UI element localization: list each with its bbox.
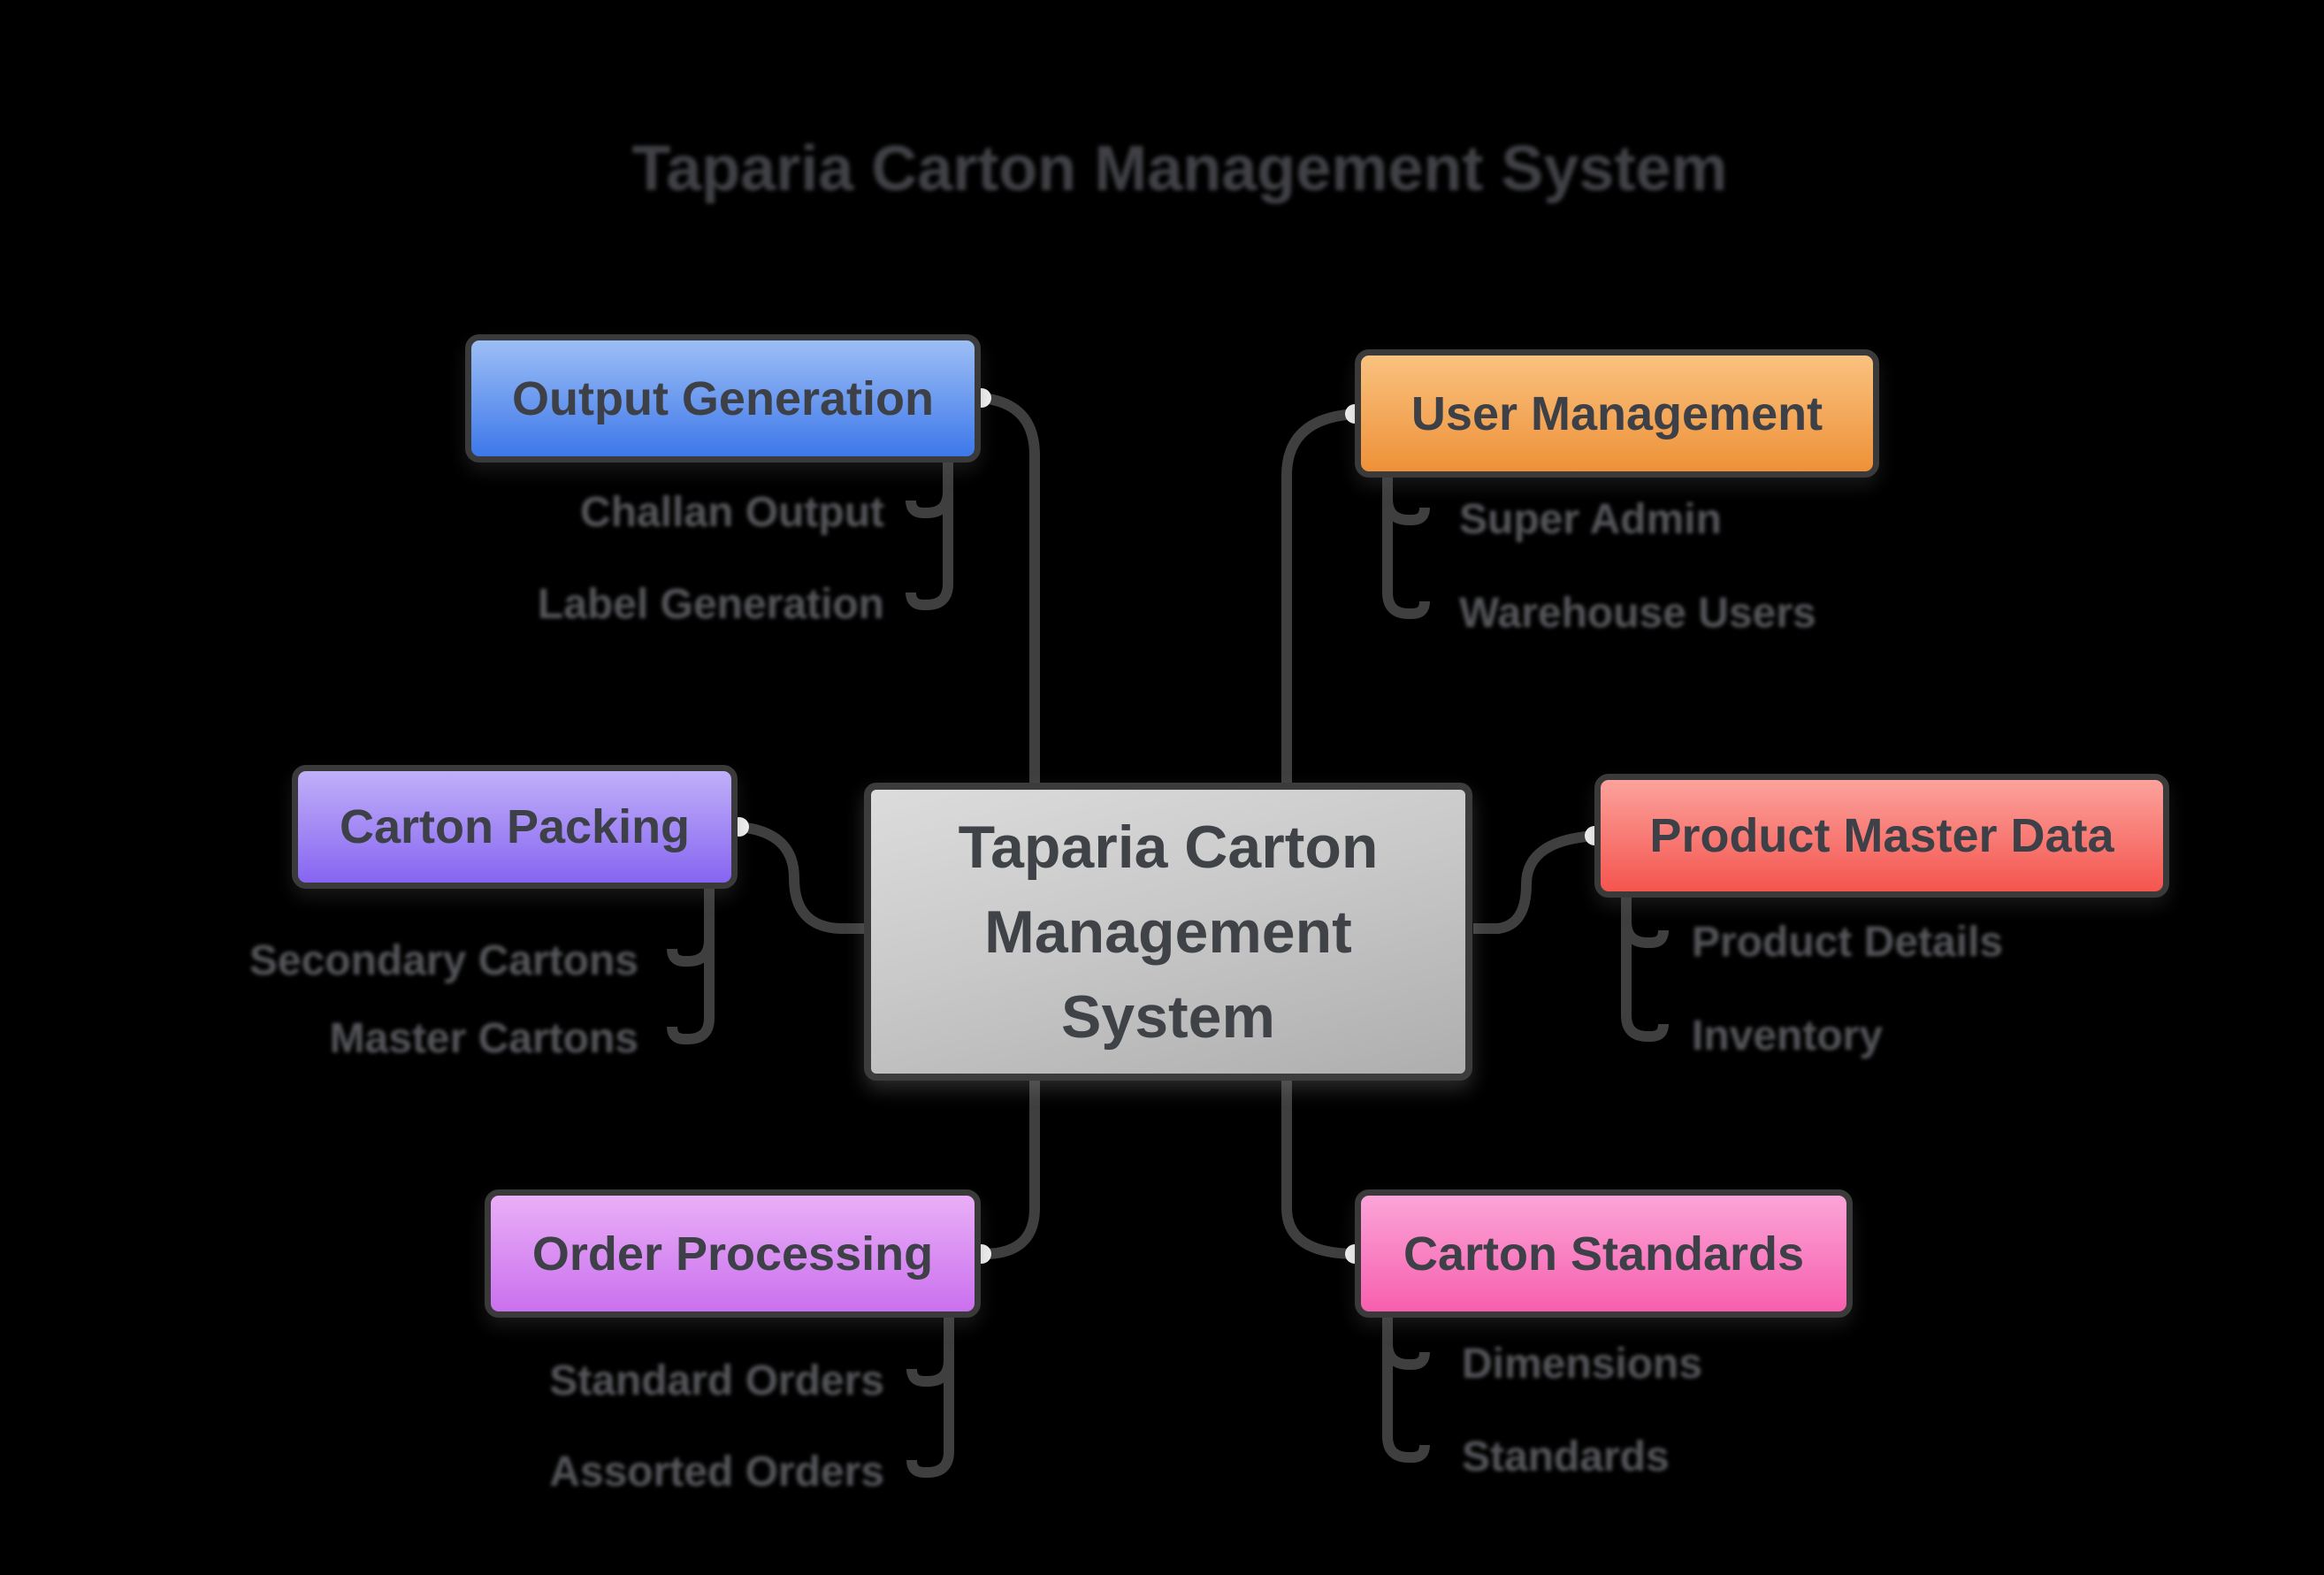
connector-dimensions bbox=[1382, 1316, 1430, 1370]
child-standards[interactable]: Standards bbox=[1462, 1434, 1670, 1480]
center-node-line1: Taparia Carton bbox=[958, 813, 1379, 881]
child-dimensions[interactable]: Dimensions bbox=[1462, 1341, 1703, 1388]
child-challan-output[interactable]: Challan Output bbox=[580, 489, 884, 536]
node-output-generation[interactable]: Output Generation bbox=[465, 334, 981, 463]
connector-label-generation bbox=[906, 460, 953, 610]
child-standard-orders[interactable]: Standard Orders bbox=[549, 1357, 884, 1404]
connector-assorted-orders bbox=[906, 1316, 954, 1478]
child-inventory[interactable]: Inventory bbox=[1692, 1013, 1884, 1059]
node-carton-packing[interactable]: Carton Packing bbox=[292, 765, 738, 889]
connector-carton-packing bbox=[738, 822, 867, 934]
child-master-cartons[interactable]: Master Cartons bbox=[329, 1015, 638, 1062]
child-warehouse-users[interactable]: Warehouse Users bbox=[1459, 590, 1816, 637]
node-carton-standards-label: Carton Standards bbox=[1403, 1227, 1805, 1281]
connector-order-processing bbox=[982, 1078, 1040, 1259]
node-product-master-data-label: Product Master Data bbox=[1649, 809, 2114, 862]
child-label-generation[interactable]: Label Generation bbox=[537, 581, 884, 628]
node-carton-packing-label: Carton Packing bbox=[339, 800, 691, 853]
connector-master-cartons bbox=[667, 887, 715, 1044]
node-carton-standards[interactable]: Carton Standards bbox=[1355, 1189, 1853, 1318]
node-product-master-data[interactable]: Product Master Data bbox=[1594, 774, 2169, 898]
child-secondary-cartons[interactable]: Secondary Cartons bbox=[248, 937, 638, 984]
node-user-management-label: User Management bbox=[1410, 386, 1823, 440]
node-user-management[interactable]: User Management bbox=[1355, 349, 1879, 478]
connector-standard-orders bbox=[906, 1316, 954, 1387]
connector-output-generation bbox=[981, 393, 1040, 788]
connector-challan-output bbox=[906, 460, 953, 518]
connector-inventory bbox=[1621, 896, 1669, 1042]
node-order-processing[interactable]: Order Processing bbox=[485, 1189, 981, 1318]
connector-secondary-cartons bbox=[667, 887, 715, 967]
node-order-processing-label: Order Processing bbox=[531, 1227, 934, 1281]
child-assorted-orders[interactable]: Assorted Orders bbox=[549, 1449, 884, 1495]
center-node-line3: System bbox=[1061, 982, 1275, 1051]
connector-product-master-data bbox=[1473, 830, 1597, 934]
child-product-details[interactable]: Product Details bbox=[1692, 919, 2004, 966]
node-output-generation-label: Output Generation bbox=[512, 371, 934, 425]
connector-warehouse-users bbox=[1382, 476, 1430, 619]
diagram-title: Taparia Carton Management System bbox=[631, 134, 1728, 204]
center-node-line2: Management bbox=[984, 898, 1352, 966]
connector-carton-standards bbox=[1281, 1078, 1357, 1259]
connector-standards bbox=[1382, 1316, 1430, 1463]
connector-user-management bbox=[1281, 409, 1357, 788]
child-super-admin[interactable]: Super Admin bbox=[1459, 496, 1722, 543]
connector-super-admin bbox=[1382, 476, 1430, 525]
center-node-label: Taparia Carton Management System bbox=[959, 805, 1379, 1059]
node-center-root[interactable]: Taparia Carton Management System bbox=[864, 783, 1472, 1081]
connector-product-details bbox=[1621, 896, 1669, 948]
